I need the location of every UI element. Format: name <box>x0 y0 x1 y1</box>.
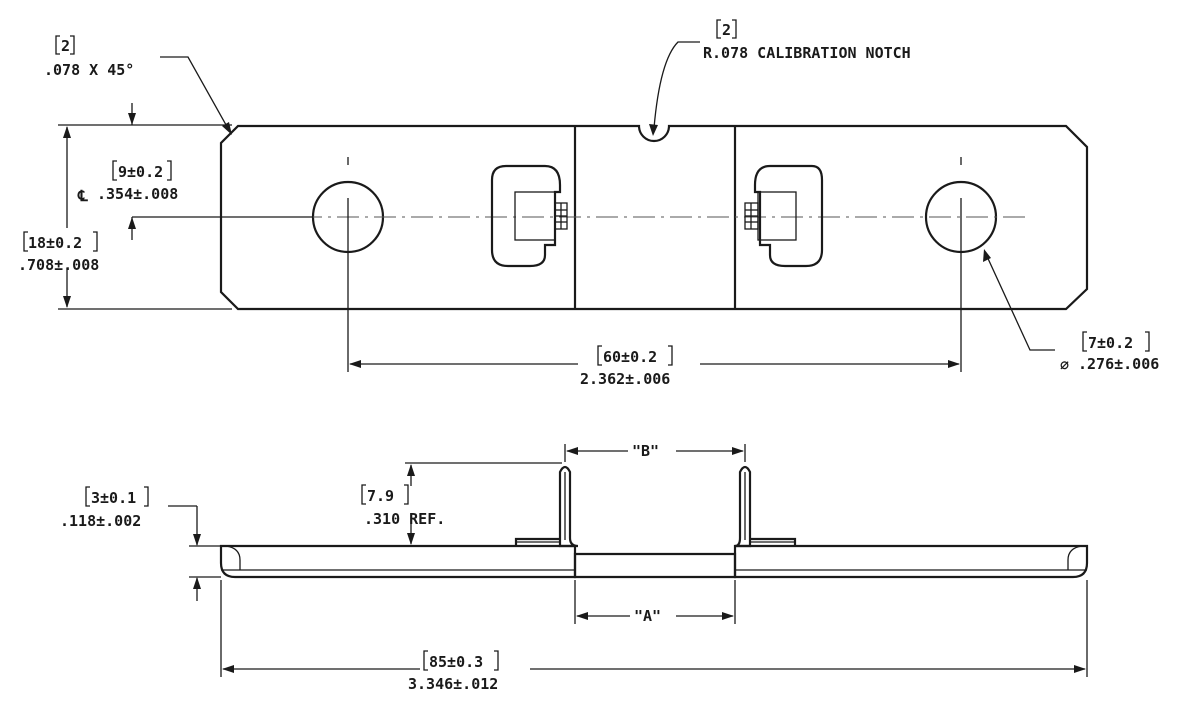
chamfer-leader <box>160 56 231 133</box>
width-callout: 18±0.2 .708±.008 <box>18 231 99 274</box>
terminal-height-imperial: .310 REF. <box>364 510 445 528</box>
hole-diameter-symbol: ∅ <box>1060 356 1069 374</box>
right-terminal-pin <box>734 465 752 548</box>
notch-imperial: R.078 CALIBRATION NOTCH <box>703 44 911 62</box>
hole-spacing-imperial: 2.362±.006 <box>580 370 670 388</box>
hole-diameter-callout: 7±0.2 ∅ .276±.006 <box>1060 331 1159 374</box>
right-sense-terminal <box>744 164 824 268</box>
thickness-callout: 3±0.1 .118±.002 <box>60 486 149 530</box>
chamfer-callout: 2 .078 X 45° <box>44 35 134 79</box>
overall-length-imperial: 3.346±.012 <box>408 675 498 693</box>
dim-b-label: "B" <box>632 442 659 460</box>
thickness-imperial: .118±.002 <box>60 512 141 530</box>
left-plate-section <box>219 544 577 579</box>
chamfer-imperial: .078 X 45° <box>44 61 134 79</box>
hole-diameter-leader <box>984 251 1055 351</box>
centerline-symbol: ℄ <box>77 187 88 205</box>
centerline-metric: 9±0.2 <box>118 163 163 181</box>
hole-spacing-callout: 60±0.2 2.362±.006 <box>580 345 673 388</box>
terminal-height-callout: 7.9 .310 REF. <box>361 484 445 528</box>
hole-spacing-metric: 60±0.2 <box>603 348 657 366</box>
shunt-body-outline <box>219 124 1089 311</box>
width-metric: 18±0.2 <box>28 234 82 252</box>
chamfer-metric: 2 <box>61 37 70 55</box>
left-terminal-pin <box>558 465 579 548</box>
width-imperial: .708±.008 <box>18 256 99 274</box>
centerline-imperial: .354±.008 <box>97 185 178 203</box>
notch-callout: 2 R.078 CALIBRATION NOTCH <box>703 19 911 62</box>
dim-a-label: "A" <box>634 607 661 625</box>
thickness-metric: 3±0.1 <box>91 489 136 507</box>
notch-metric: 2 <box>722 21 731 39</box>
left-sense-terminal <box>490 164 568 268</box>
center-plate-section <box>573 552 737 579</box>
top-view <box>58 41 1089 372</box>
hole-diameter-imperial: .276±.006 <box>1078 355 1159 373</box>
right-plate-section <box>733 544 1089 579</box>
side-view <box>168 444 1089 677</box>
overall-length-metric: 85±0.3 <box>429 653 483 671</box>
terminal-height-metric: 7.9 <box>367 487 394 505</box>
centerline-callout: 9±0.2 ℄ .354±.008 <box>77 160 178 205</box>
hole-diameter-metric: 7±0.2 <box>1088 334 1133 352</box>
notch-leader <box>653 41 700 129</box>
overall-length-callout: 85±0.3 3.346±.012 <box>408 650 499 693</box>
